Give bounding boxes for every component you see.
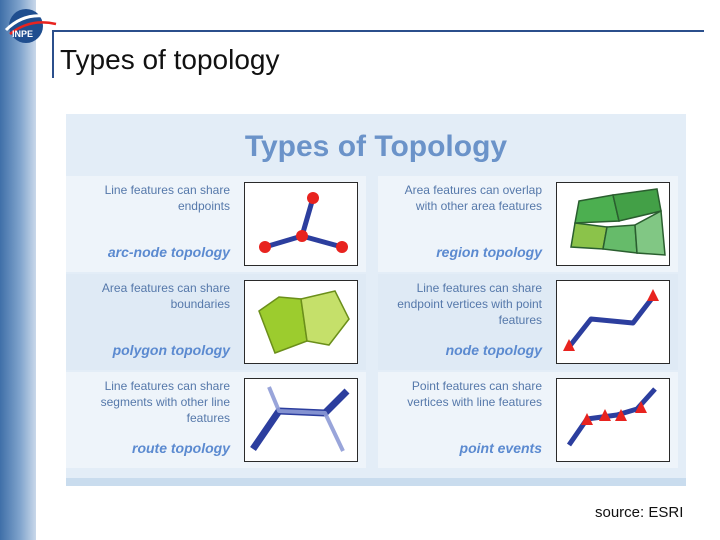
polygon-diagram-icon: [244, 280, 358, 364]
figure-title: Types of Topology: [244, 130, 508, 163]
region-diagram-icon: [556, 182, 670, 266]
arc-node-diagram-icon: [244, 182, 358, 266]
cell-description: Line features can share endpoints: [104, 183, 230, 213]
sidebar-band: [0, 0, 36, 540]
cell-description: Area features can overlap with other are…: [404, 183, 542, 213]
topology-label: node topology: [445, 342, 542, 358]
topology-label: polygon topology: [112, 342, 230, 358]
title-accent-bar: [52, 30, 54, 78]
cell-region: Area features can overlap with other are…: [378, 176, 678, 272]
source-credit: source: ESRI: [595, 504, 684, 521]
cell-polygon: Area features can share boundaries polyg…: [66, 274, 366, 370]
cell-description: Area features can share boundaries: [101, 281, 230, 311]
cell-description: Line features can share endpoint vertice…: [397, 281, 542, 327]
topology-label: arc-node topology: [107, 244, 230, 260]
point-events-diagram-icon: [556, 378, 670, 462]
topology-label: route topology: [132, 440, 230, 456]
cell-point-events: Point features can share vertices with l…: [378, 372, 678, 468]
svg-text:INPE: INPE: [12, 29, 33, 39]
route-diagram-icon: [244, 378, 358, 462]
title-rule: [52, 30, 704, 32]
cell-description: Point features can share vertices with l…: [407, 379, 542, 409]
topology-figure: Types of Topology Line features can shar…: [66, 114, 686, 486]
topology-label: point events: [459, 440, 542, 456]
slide-title: Types of topology: [60, 44, 280, 75]
figure-bottom-band: [66, 478, 686, 486]
node-diagram-icon: [556, 280, 670, 364]
topology-label: region topology: [436, 244, 542, 260]
cell-description: Line features can share segments with ot…: [100, 379, 230, 425]
cell-node: Line features can share endpoint vertice…: [378, 274, 678, 370]
inpe-logo: INPE: [2, 4, 58, 48]
cell-arc-node: Line features can share endpoints arc-no…: [66, 176, 366, 272]
cell-route: Line features can share segments with ot…: [66, 372, 366, 468]
